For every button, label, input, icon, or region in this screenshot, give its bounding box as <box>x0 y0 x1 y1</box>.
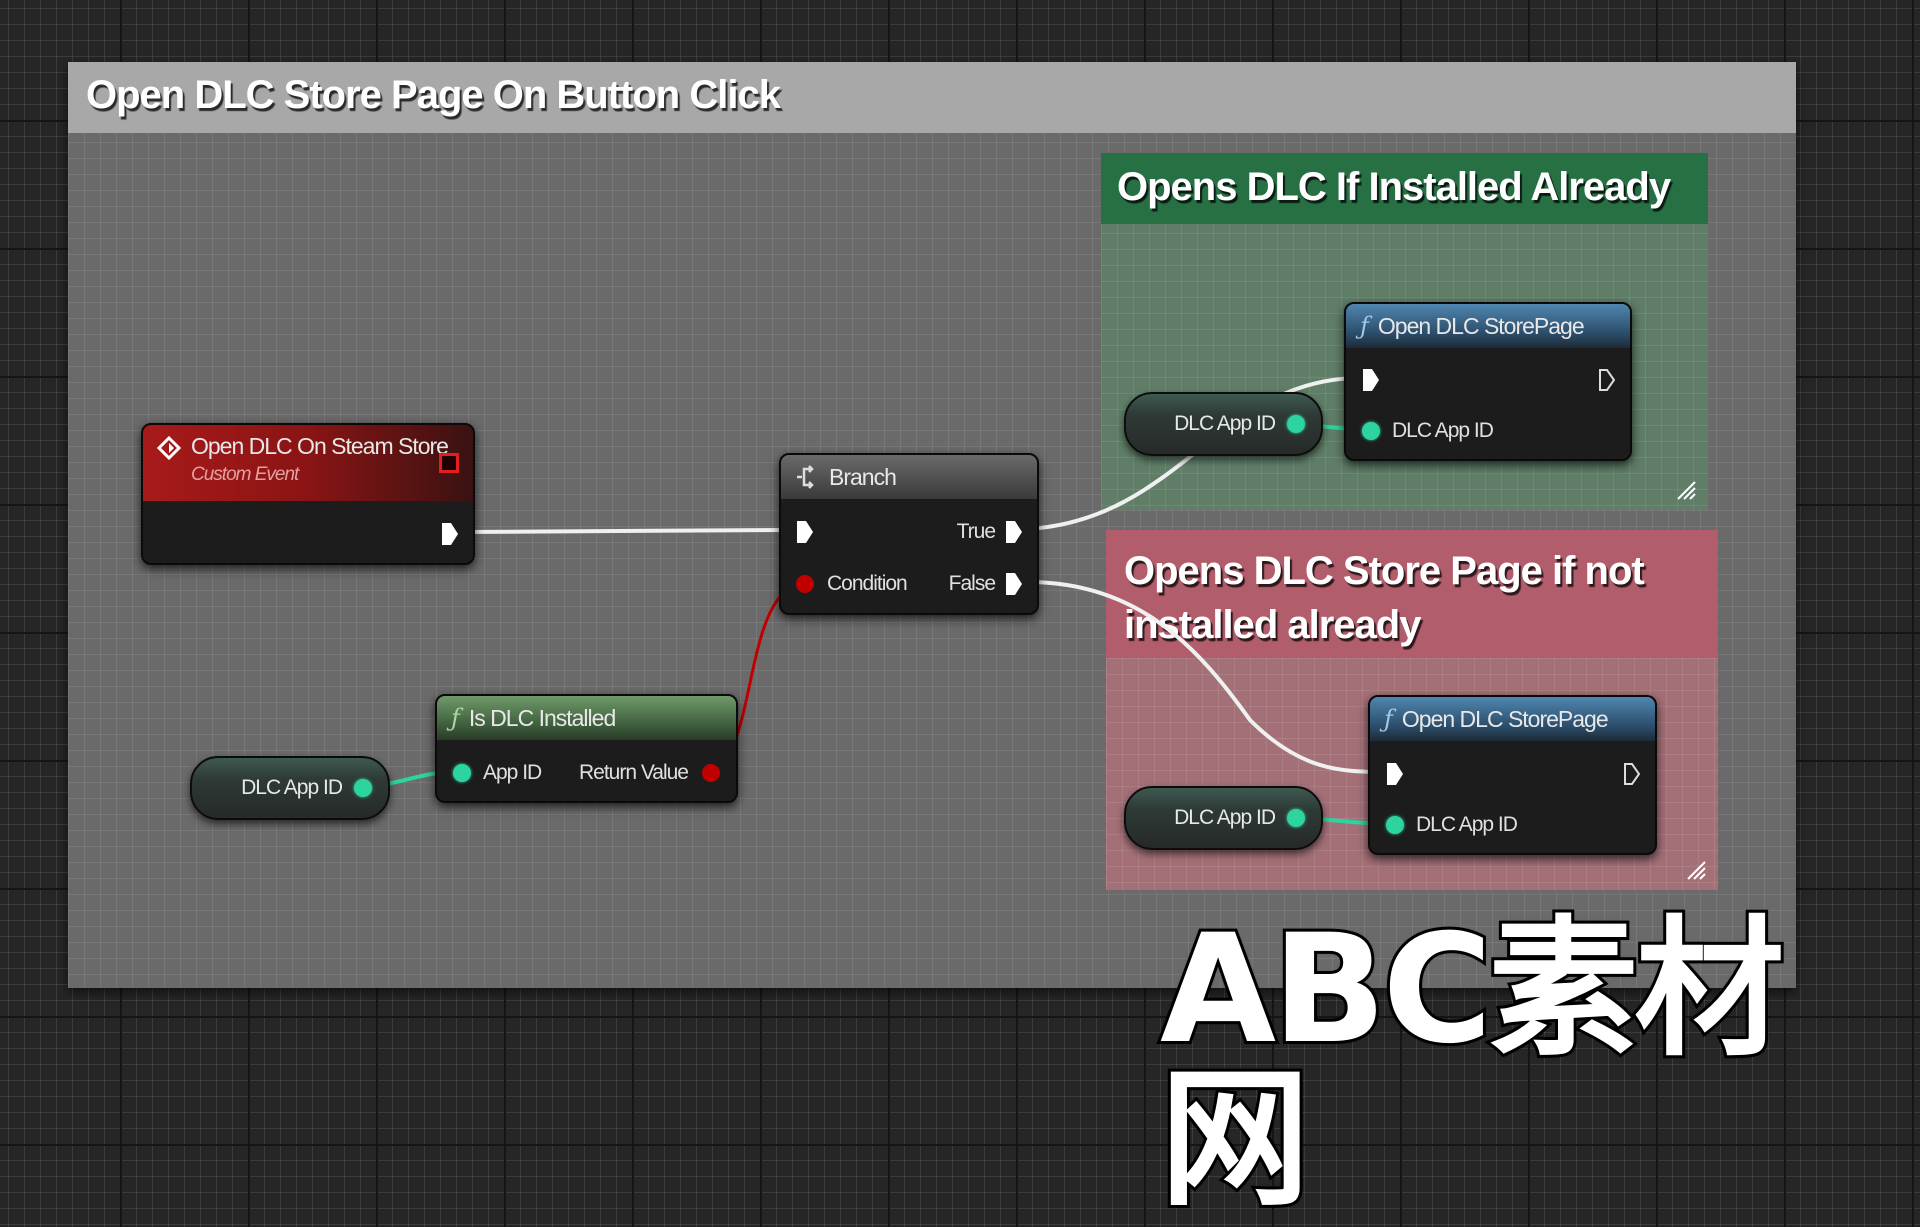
branch-icon <box>797 465 814 489</box>
custom-event-node[interactable]: Open DLC On Steam Store Custom Event <box>141 423 475 565</box>
branch-header[interactable]: Branch <box>781 455 1037 499</box>
resize-grip-icon[interactable] <box>1686 860 1706 880</box>
open-dlc-storepage-title: Open DLC StorePage <box>1401 705 1609 732</box>
variable-label: DLC App ID <box>1174 412 1276 435</box>
dlc-app-id-variable-node[interactable]: DLC App ID <box>1124 786 1323 850</box>
exec-out-pin-icon[interactable] <box>441 522 459 546</box>
event-diamond-icon <box>157 436 181 460</box>
dlc-app-id-variable-node[interactable]: DLC App ID <box>1124 392 1323 456</box>
dlc-app-id-input-pin[interactable] <box>1362 422 1380 440</box>
variable-label: DLC App ID <box>1174 806 1276 829</box>
is-dlc-installed-header[interactable]: ƒ Is DLC Installed <box>437 696 736 740</box>
comment-title-main[interactable]: Open DLC Store Page On Button Click <box>68 62 1796 133</box>
app-id-pin-label: App ID <box>483 761 542 784</box>
dlc-app-id-variable-node[interactable]: DLC App ID <box>190 756 390 820</box>
return-value-pin-label: Return Value <box>578 761 689 784</box>
watermark-text: ABC素材网 <box>1157 903 1788 1227</box>
dlc-app-id-pin-label: DLC App ID <box>1416 813 1518 836</box>
dlc-app-id-pin-label: DLC App ID <box>1392 419 1494 442</box>
app-id-input-pin[interactable] <box>453 764 471 782</box>
exec-out-pin-icon[interactable] <box>1623 762 1641 786</box>
is-dlc-installed-node[interactable]: ƒ Is DLC Installed App ID Return Value <box>435 694 738 803</box>
false-pin-label: False <box>948 572 996 595</box>
comment-title-line-2: installed already <box>1124 603 1421 647</box>
function-icon: ƒ <box>1360 312 1369 340</box>
variable-output-pin[interactable] <box>354 779 372 797</box>
true-pin-label: True <box>956 520 996 543</box>
variable-output-pin[interactable] <box>1287 415 1305 433</box>
condition-pin[interactable] <box>796 575 814 593</box>
variable-output-pin[interactable] <box>1287 809 1305 827</box>
exec-in-pin-icon[interactable] <box>796 520 814 544</box>
custom-event-subtitle: Custom Event <box>191 464 299 485</box>
exec-in-pin-icon[interactable] <box>1362 368 1380 392</box>
comment-title-not-installed[interactable]: Opens DLC Store Page if not installed al… <box>1106 530 1718 658</box>
open-dlc-storepage-header[interactable]: ƒ Open DLC StorePage <box>1370 697 1655 741</box>
is-dlc-installed-title: Is DLC Installed <box>468 704 616 731</box>
exec-false-pin-icon[interactable] <box>1005 572 1023 596</box>
condition-pin-label: Condition <box>827 572 908 595</box>
dlc-app-id-input-pin[interactable] <box>1386 816 1404 834</box>
exec-in-pin-icon[interactable] <box>1386 762 1404 786</box>
open-dlc-storepage-node-not-installed[interactable]: ƒ Open DLC StorePage DLC App ID <box>1368 695 1657 855</box>
function-icon: ƒ <box>451 704 460 732</box>
comment-title-line-1: Opens DLC Store Page if not <box>1124 549 1645 593</box>
open-dlc-storepage-header[interactable]: ƒ Open DLC StorePage <box>1346 304 1630 348</box>
custom-event-title: Open DLC On Steam Store <box>191 433 449 459</box>
branch-node[interactable]: Branch True Condition False <box>779 453 1039 615</box>
return-value-pin[interactable] <box>702 764 720 782</box>
exec-true-pin-icon[interactable] <box>1005 520 1023 544</box>
variable-label: DLC App ID <box>241 776 343 799</box>
delegate-pin-icon[interactable] <box>439 453 459 473</box>
function-icon: ƒ <box>1384 705 1393 733</box>
comment-title-installed[interactable]: Opens DLC If Installed Already <box>1101 153 1708 224</box>
branch-title: Branch <box>829 463 897 490</box>
custom-event-header[interactable]: Open DLC On Steam Store Custom Event <box>143 425 473 501</box>
resize-grip-icon[interactable] <box>1676 480 1696 500</box>
open-dlc-storepage-node-installed[interactable]: ƒ Open DLC StorePage DLC App ID <box>1344 302 1632 461</box>
exec-out-pin-icon[interactable] <box>1598 368 1616 392</box>
open-dlc-storepage-title: Open DLC StorePage <box>1377 312 1585 339</box>
